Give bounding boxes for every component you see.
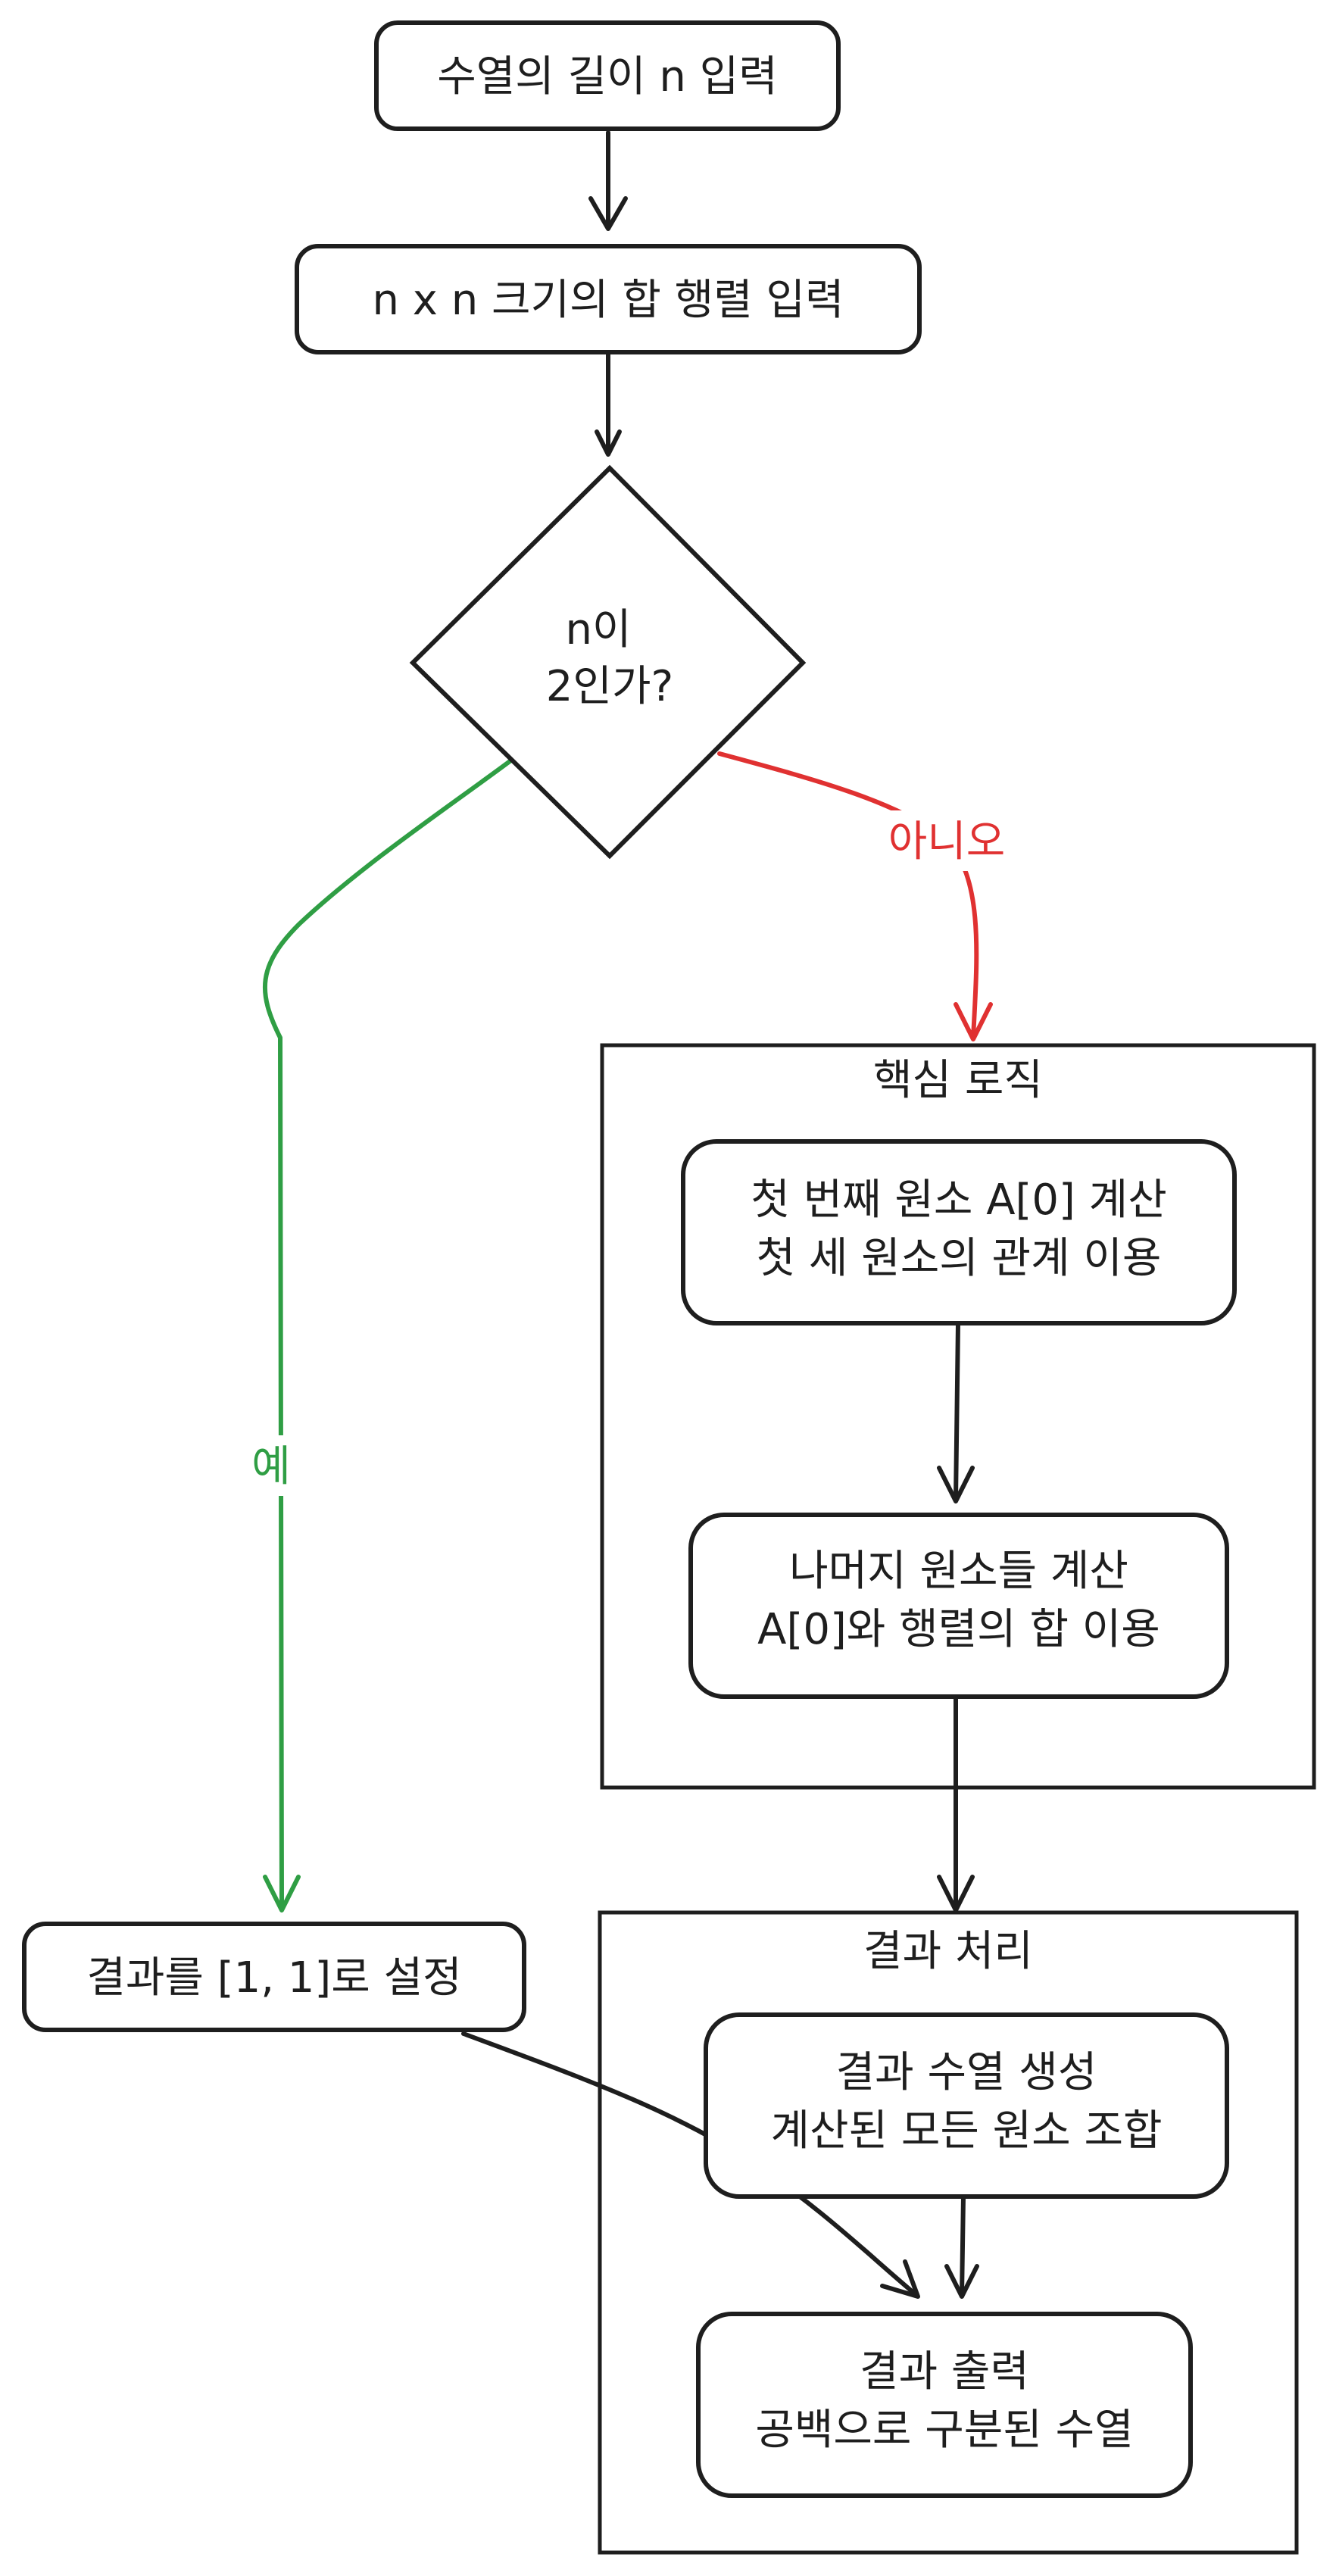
group-result-processing-frame	[598, 1910, 1299, 2555]
node-make-sequence-shape	[704, 2012, 1229, 2199]
node-output[interactable]: 결과 출력 공백으로 구분된 수열	[696, 2312, 1193, 2498]
node-input-n[interactable]: 수열의 길이 n 입력	[374, 20, 841, 131]
node-output-line1: 결과 출력	[860, 2347, 1029, 2396]
edge-yes-label-bg	[241, 1435, 301, 1496]
node-set-result-shape	[22, 1922, 526, 2032]
node-make-sequence[interactable]: 결과 수열 생성 계산된 모든 원소 조합	[704, 2012, 1229, 2199]
edge-input-to-matrix	[588, 130, 628, 231]
node-decision-line1: n이	[565, 605, 631, 654]
node-remaining-line1: 나머지 원소들 계산	[789, 1547, 1128, 1596]
edge-matrix-to-decision	[595, 351, 622, 457]
edge-decision-yes: 예	[241, 755, 517, 1912]
node-output-line2: 공백으로 구분된 수열	[755, 2406, 1133, 2455]
node-output-shape	[696, 2312, 1193, 2498]
edge-first-to-remaining	[937, 1322, 975, 1503]
edge-decision-no: 아니오	[717, 751, 1011, 1041]
node-first-element-line2: 첫 세 원소의 관계 이용	[757, 1234, 1162, 1283]
node-input-matrix-shape	[295, 244, 922, 354]
group-result-processing-title: 결과 처리	[863, 1927, 1033, 1976]
node-decision[interactable]: n이 2인가?	[409, 464, 807, 860]
node-first-element-line1: 첫 번째 원소 A[0] 계산	[751, 1176, 1166, 1225]
node-remaining[interactable]: 나머지 원소들 계산 A[0]와 행렬의 합 이용	[688, 1513, 1229, 1699]
node-first-element-shape	[681, 1139, 1237, 1325]
node-remaining-line2: A[0]와 행렬의 합 이용	[757, 1605, 1160, 1654]
edge-yes-label: 예	[251, 1442, 291, 1491]
node-input-n-shape	[374, 20, 841, 131]
edge-no-label-bg	[882, 810, 1011, 871]
node-set-result[interactable]: 결과를 [1, 1]로 설정	[22, 1922, 526, 2032]
node-remaining-shape	[688, 1513, 1229, 1699]
node-first-element[interactable]: 첫 번째 원소 A[0] 계산 첫 세 원소의 관계 이용	[681, 1139, 1237, 1325]
group-core-logic-title: 핵심 로직	[873, 1056, 1043, 1105]
node-input-n-text: 수열의 길이 n 입력	[437, 52, 778, 101]
node-make-sequence-line1: 결과 수열 생성	[836, 2048, 1097, 2097]
node-decision-line2: 2인가?	[546, 662, 673, 711]
node-input-matrix[interactable]: n x n 크기의 합 행렬 입력	[295, 244, 922, 354]
node-input-matrix-text: n x n 크기의 합 행렬 입력	[372, 276, 844, 325]
node-make-sequence-line2: 계산된 모든 원소 조합	[770, 2106, 1162, 2156]
edge-sequence-to-output	[944, 2194, 979, 2299]
edge-no-label: 아니오	[888, 817, 1006, 866]
edge-core-to-result	[937, 1694, 975, 1912]
group-result-processing: 결과 처리	[598, 1910, 1299, 2555]
node-decision-shape	[409, 464, 807, 860]
node-set-result-text: 결과를 [1, 1]로 설정	[86, 1953, 461, 2003]
